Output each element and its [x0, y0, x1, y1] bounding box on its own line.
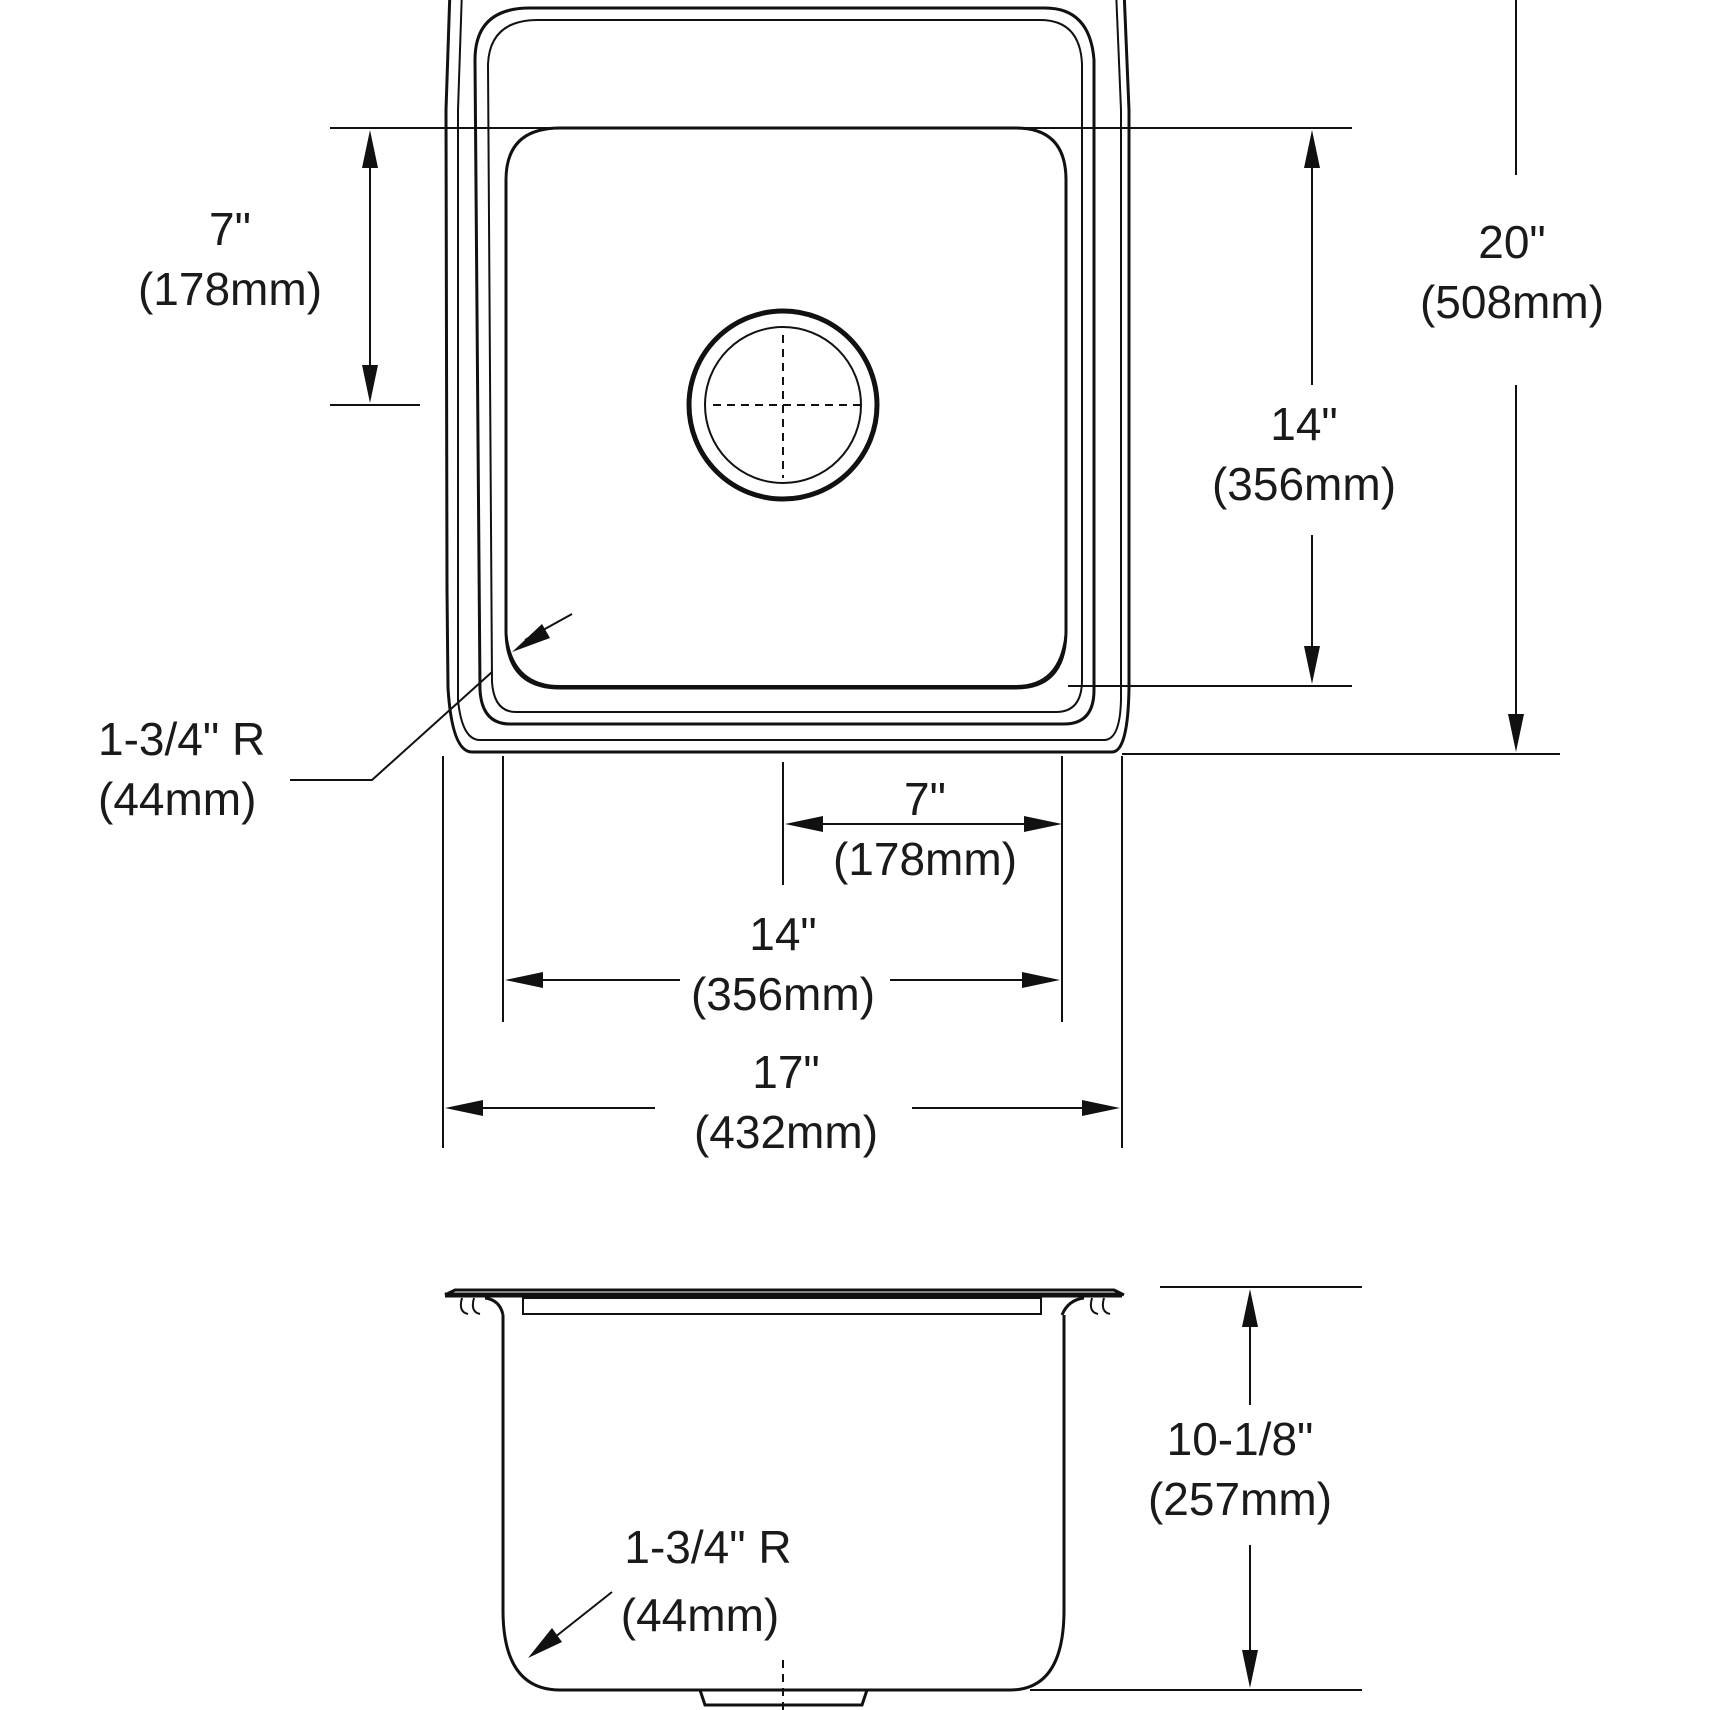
arrowhead — [445, 1100, 483, 1116]
overall-width-mm: (432mm) — [694, 1106, 878, 1158]
bowl-length-inches: 14" — [1270, 398, 1338, 450]
sink-rim-inner-line — [457, 0, 1122, 741]
corner-radius-side-mm: (44mm) — [621, 1589, 779, 1641]
arrowhead — [1242, 1289, 1258, 1327]
drain-offset-h-mm: (178mm) — [833, 833, 1017, 885]
arrowhead — [1304, 646, 1320, 684]
arrowhead — [362, 365, 378, 403]
rim-channel — [522, 1297, 1042, 1315]
arrowhead — [1024, 816, 1062, 832]
mounting-clip-right — [1089, 1297, 1111, 1315]
arrowhead — [505, 972, 543, 988]
arrowhead — [785, 816, 823, 832]
drain-offset-h-inches: 7" — [904, 773, 946, 825]
sink-deck-edge — [473, 6, 1096, 726]
bowl-depth-mm: (257mm) — [1148, 1473, 1332, 1525]
mounting-clip-left — [459, 1297, 481, 1315]
corner-radius-side-inches: 1-3/4" R — [624, 1521, 791, 1573]
arrowhead — [1242, 1650, 1258, 1688]
arrowhead — [512, 624, 550, 652]
drain-inner-ring — [704, 326, 862, 484]
bowl-outline — [504, 126, 1068, 690]
drain-offset-v-mm: (178mm) — [138, 263, 322, 315]
flange-edge — [444, 1288, 1125, 1297]
corner-radius-top-inches: 1-3/4" R — [98, 713, 265, 765]
overall-length-inches: 20" — [1478, 216, 1546, 268]
top-view: 7" (178mm) 14" (356mm) 20" (508mm) 1-3/4… — [98, 0, 1604, 1158]
bowl-width-mm: (356mm) — [691, 968, 875, 1020]
overall-width-inches: 17" — [752, 1046, 820, 1098]
radius-leader-top — [290, 671, 493, 781]
corner-radius-top-mm: (44mm) — [98, 773, 256, 825]
side-view: 10-1/8" (257mm) 1-3/4" R (44mm) — [444, 1286, 1362, 1710]
bowl-width-inches: 14" — [749, 908, 817, 960]
bowl-depth-inches: 10-1/8" — [1167, 1413, 1314, 1465]
drain-offset-v-inches: 7" — [209, 203, 251, 255]
overall-length-mm: (508mm) — [1420, 276, 1604, 328]
arrowhead — [1304, 130, 1320, 168]
sink-outer-rim — [444, 0, 1131, 754]
bowl-body — [501, 1315, 1066, 1692]
rim-lip — [484, 1296, 1085, 1316]
sink-deck-edge-inner — [486, 19, 1083, 713]
arrowhead — [1508, 714, 1524, 752]
arrowhead — [1022, 972, 1060, 988]
arrowhead — [528, 1628, 562, 1658]
arrowhead — [1082, 1100, 1120, 1116]
bowl-length-mm: (356mm) — [1212, 458, 1396, 510]
drain-outer-ring — [686, 308, 880, 502]
arrowhead — [362, 130, 378, 168]
bowl-floor-line — [505, 629, 1067, 687]
